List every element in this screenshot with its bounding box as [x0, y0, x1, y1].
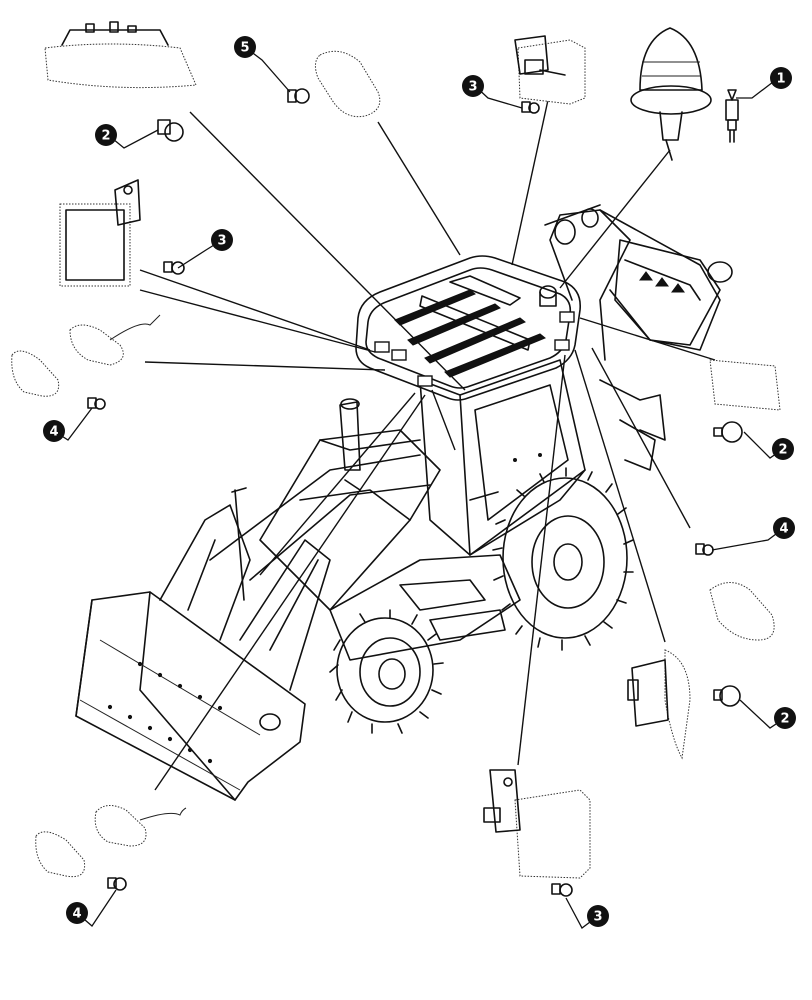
bulb-icon	[287, 88, 310, 104]
callout-2: 2	[95, 124, 117, 146]
callout-label: 4	[49, 425, 58, 440]
callout-1: 1	[770, 67, 792, 89]
callout-label: 5	[240, 41, 249, 56]
callout-label: 4	[72, 907, 81, 922]
bulb-icon	[521, 101, 540, 114]
callout-label: 3	[593, 910, 602, 925]
bulb-icon	[87, 397, 106, 410]
lamp-lens-icon	[94, 805, 187, 847]
callout-label: 2	[780, 712, 789, 727]
lamp-lens-icon	[11, 350, 60, 397]
callout-4-right: 4	[773, 517, 795, 539]
work-light-icon	[483, 769, 591, 879]
bulb-icon	[163, 261, 185, 275]
loader-bucket	[75, 591, 306, 801]
callout-3-left: 3	[211, 229, 233, 251]
cab-roof	[355, 255, 582, 401]
callout-label: 3	[217, 234, 226, 249]
bulb-icon	[713, 685, 741, 707]
lamp-lens-icon	[709, 359, 781, 411]
beacon-icon	[630, 27, 712, 161]
lamp-lens-icon	[709, 582, 775, 641]
callout-3: 3	[462, 75, 484, 97]
callout-4-left: 4	[43, 420, 65, 442]
callout-4-bottom: 4	[66, 902, 88, 924]
lamp-lens-icon	[314, 50, 381, 118]
callout-leaders	[53, 46, 786, 929]
callout-label: 3	[468, 80, 477, 95]
lamp-lens-icon	[69, 314, 161, 366]
callout-label: 2	[101, 129, 110, 144]
bulb-icon	[695, 543, 714, 556]
callout-5: 5	[234, 36, 256, 58]
lamp-lens-icon	[44, 21, 197, 89]
bulb-icon	[157, 119, 184, 142]
callout-label: 2	[778, 443, 787, 458]
callout-2-side: 2	[774, 707, 796, 729]
lamp-lens-icon	[35, 831, 86, 878]
pointer-lines	[139, 99, 716, 791]
callout-label: 4	[779, 522, 788, 537]
callout-3-bottom: 3	[587, 905, 609, 927]
work-light-icon	[59, 179, 141, 287]
work-light-icon	[514, 35, 586, 105]
callout-label: 1	[776, 72, 785, 87]
bulb-icon	[713, 421, 743, 443]
bulb-icon	[551, 883, 573, 897]
callout-2-right: 2	[772, 438, 794, 460]
backhoe-loader-icon	[75, 204, 733, 801]
bulb-icon	[107, 877, 127, 891]
bulb-icon	[725, 89, 739, 143]
lamp-lens-icon	[627, 649, 691, 760]
